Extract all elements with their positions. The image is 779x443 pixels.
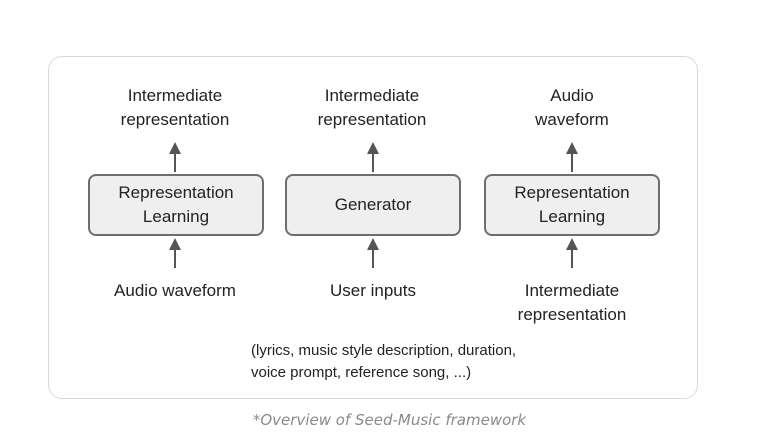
box-3-line2: Learning [538,207,606,226]
column-1-input-line1: Audio waveform [114,281,236,300]
box-1-line1: Representation [118,183,234,202]
column-2-output-line1: Intermediate [324,86,420,105]
column-2-input-line1: User inputs [330,281,416,300]
user-inputs-note: (lyrics, music style description, durati… [251,340,516,384]
representation-learning-box-2: Representation Learning [484,174,660,236]
figure-caption: *Overview of Seed-Music framework [252,411,527,429]
column-1-input-label: Audio waveform [100,279,250,303]
note-line2: voice prompt, reference song, ...) [251,364,472,381]
column-2-up-arrow-bottom [367,238,379,268]
column-1-up-arrow-top [169,142,181,172]
column-3-output-label: Audio waveform [502,84,642,132]
column-3-up-arrow-bottom [566,238,578,268]
column-1-output-line1: Intermediate [127,86,223,105]
box-3-line1: Representation [514,183,630,202]
column-2-output-label: Intermediate representation [302,84,442,132]
box-2-line1: Generator [334,195,412,214]
box-1-line2: Learning [142,207,210,226]
column-3-up-arrow-top [566,142,578,172]
column-1-output-line2: representation [120,110,230,129]
column-2-up-arrow-top [367,142,379,172]
column-2-input-label: User inputs [298,279,448,303]
column-3-input-line2: representation [517,305,627,324]
column-1-output-label: Intermediate representation [105,84,245,132]
column-3-output-line1: Audio [550,86,594,105]
column-3-input-label: Intermediate representation [497,279,647,327]
representation-learning-box-1: Representation Learning [88,174,264,236]
generator-box: Generator [285,174,461,236]
column-3-input-line1: Intermediate [524,281,620,300]
column-2-output-line2: representation [317,110,427,129]
column-3-output-line2: waveform [535,110,609,129]
column-1-up-arrow-bottom [169,238,181,268]
note-line1: (lyrics, music style description, durati… [251,342,517,359]
